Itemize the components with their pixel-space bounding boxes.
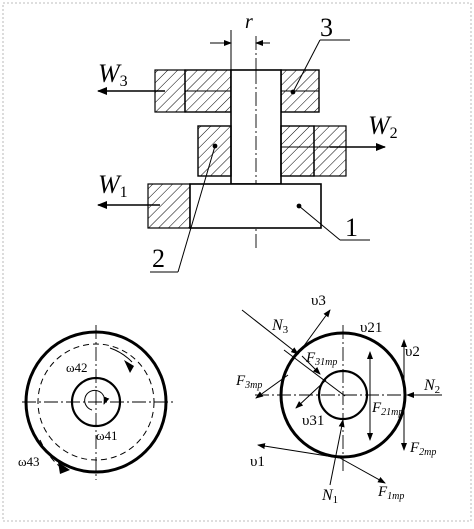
w3-label: W3 xyxy=(98,59,128,90)
omega42-label: ω42 xyxy=(66,360,88,375)
leader-2 xyxy=(177,145,216,273)
v3-arrow xyxy=(297,309,331,355)
block1-hatched-end xyxy=(147,183,191,229)
w1-label: W1 xyxy=(98,170,128,201)
omega41-label: ω41 xyxy=(96,428,118,443)
v21-label: υ21 xyxy=(360,320,382,336)
leader-3 xyxy=(292,39,321,93)
v31-label: υ31 xyxy=(302,413,324,429)
w2-label: W2 xyxy=(368,111,398,142)
f3tr-label: F3тр xyxy=(235,373,262,391)
f21tr-label: F21тр xyxy=(371,400,403,418)
v2-label: υ2 xyxy=(405,344,420,360)
block2-right-inner xyxy=(280,125,315,177)
right-disc: υ3 υ21 υ2 υ31 υ1 N3 N2 N1 F31тр F3тр F21… xyxy=(235,293,442,506)
page-border xyxy=(2,2,472,522)
omega42-arc xyxy=(109,347,133,363)
diagonal-n3-line xyxy=(283,349,346,397)
left-disc-outer-circle xyxy=(24,330,168,474)
v3-label: υ3 xyxy=(311,293,326,309)
f3tr-arrow xyxy=(255,374,289,399)
f1tr-label: F1тр xyxy=(377,484,404,502)
f31tr-label: F31тр xyxy=(305,350,337,368)
n3-arrow xyxy=(241,309,299,355)
omega43-arrowhead xyxy=(58,462,70,474)
leader-1 xyxy=(298,205,341,241)
n3-label: N3 xyxy=(271,317,289,336)
block2-right-outer xyxy=(313,125,347,177)
n1-label: N1 xyxy=(321,487,338,506)
top-mechanism: r W3 W2 W1 3 2 xyxy=(97,11,398,273)
right-disc-hub xyxy=(317,369,369,421)
hub-rotation-arc xyxy=(84,389,110,411)
n1-arrow xyxy=(329,419,345,486)
left-disc-hub xyxy=(70,376,122,428)
omega43-label: ω43 xyxy=(18,454,40,469)
v1-label: υ1 xyxy=(250,454,265,470)
part-2-label: 2 xyxy=(152,244,165,273)
omega42-arrowhead xyxy=(124,360,134,373)
left-disc: ω42 ω41 ω43 xyxy=(18,325,175,480)
part-1-label: 1 xyxy=(345,213,358,242)
n2-label: N2 xyxy=(423,377,440,396)
v1-arrow xyxy=(257,443,341,459)
block2-left xyxy=(197,125,232,177)
f2tr-label: F2тр xyxy=(409,440,436,458)
right-disc-outer-circle xyxy=(279,331,407,459)
part-3-label: 3 xyxy=(320,13,333,42)
left-disc-dashed-circle xyxy=(37,343,155,461)
r-label: r xyxy=(245,11,253,33)
v31-arrow xyxy=(295,379,327,409)
f1tr-arrow xyxy=(339,457,386,484)
f31tr-arrow xyxy=(301,355,321,375)
omega43-arc xyxy=(39,439,65,471)
